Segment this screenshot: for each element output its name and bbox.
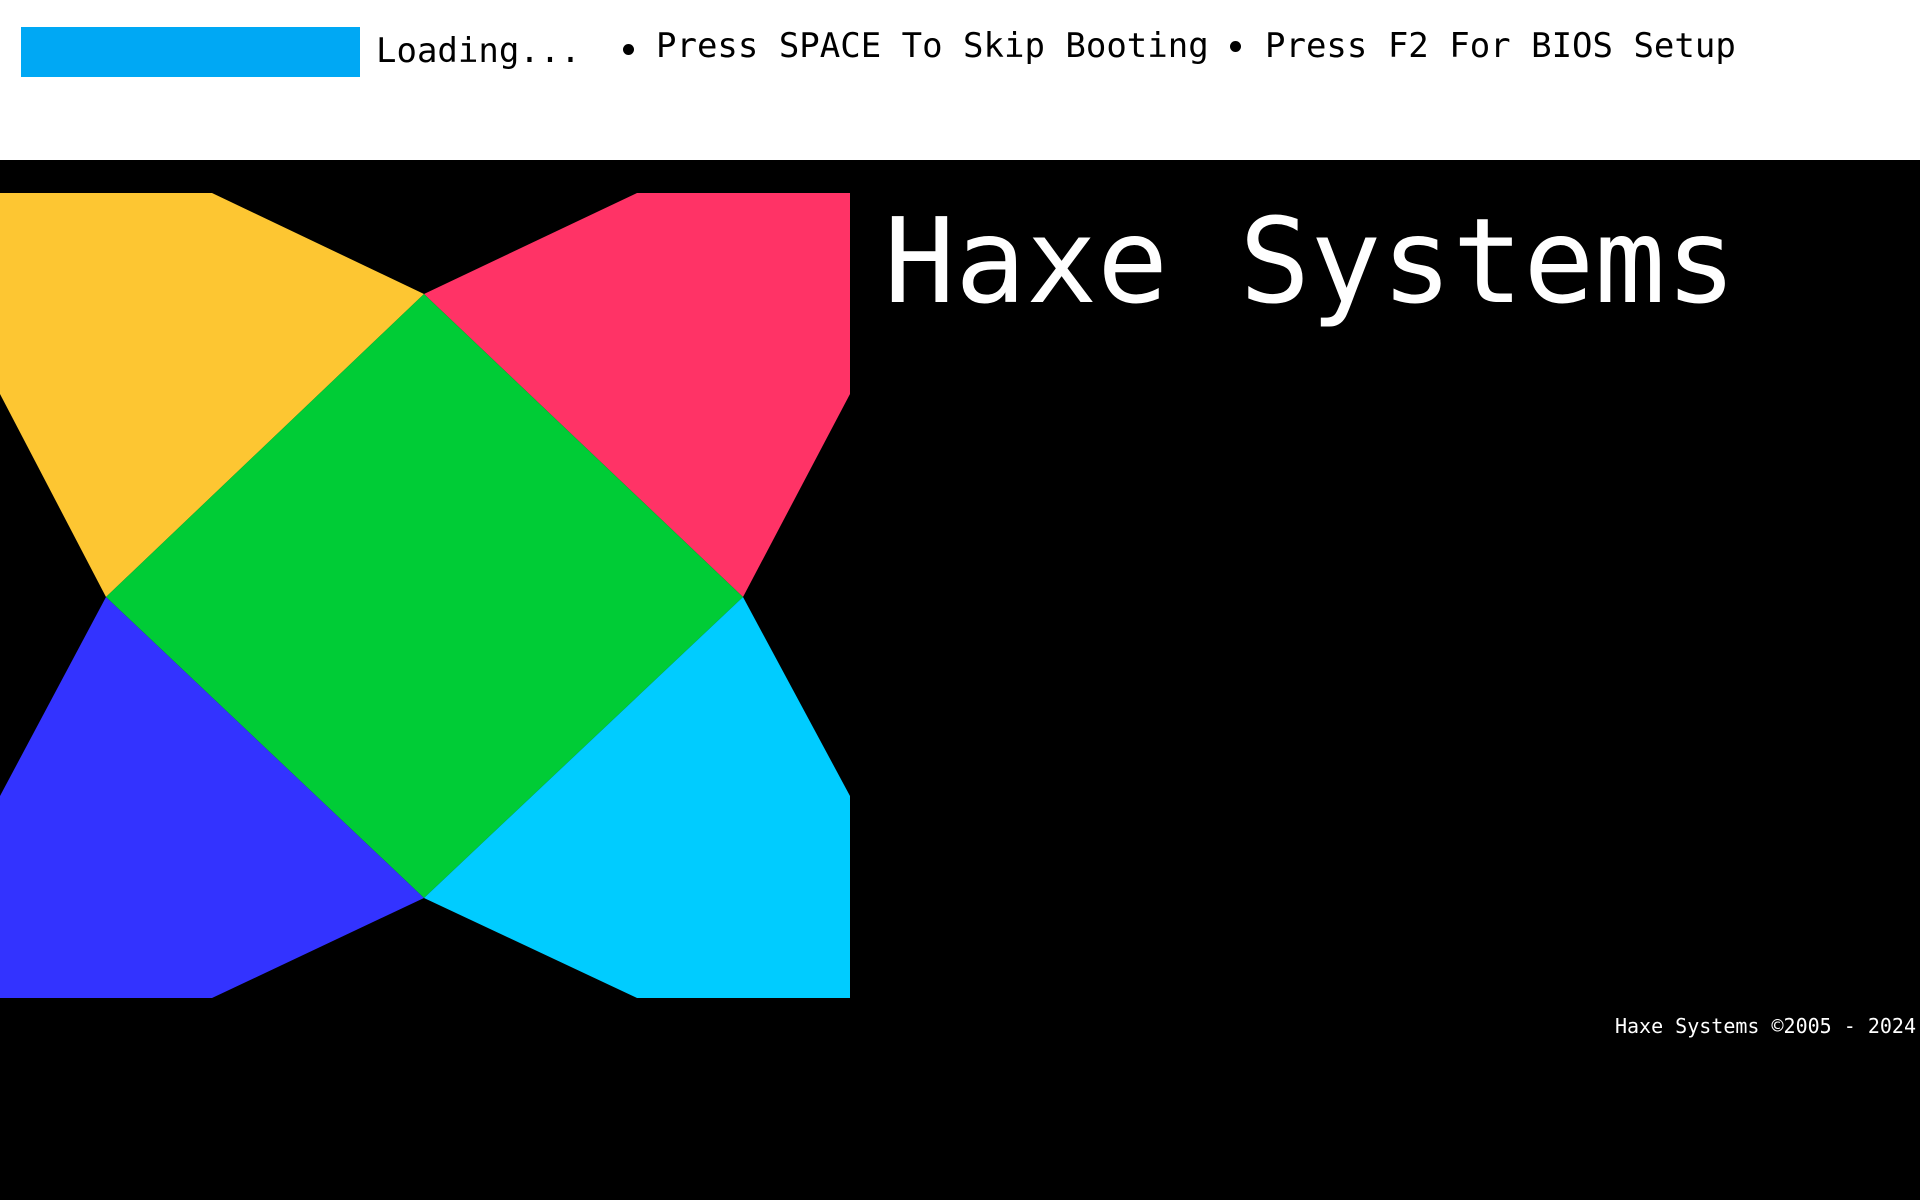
bullet-separator [1230,41,1241,52]
skip-boot-hint: Press SPACE To Skip Booting [656,26,1209,66]
copyright-notice: Haxe Systems ©2005 - 2024 [1614,1014,1916,1038]
logo-green-diamond [106,294,743,898]
boot-status-bar: Loading... Press SPACE To Skip Booting P… [0,0,1920,160]
loading-label: Loading... [376,31,581,71]
haxe-logo-icon [0,193,850,998]
boot-progress-bar [21,27,360,77]
bullet-separator [623,44,634,55]
logo-pink-shard [424,193,850,597]
brand-title: Haxe Systems [884,192,1737,330]
logo-cyan-shard [424,597,850,998]
logo-yellow-shard [0,193,424,597]
boot-progress-fill [21,27,360,77]
bios-setup-hint: Press F2 For BIOS Setup [1265,26,1736,66]
logo-blue-shard [0,597,424,998]
